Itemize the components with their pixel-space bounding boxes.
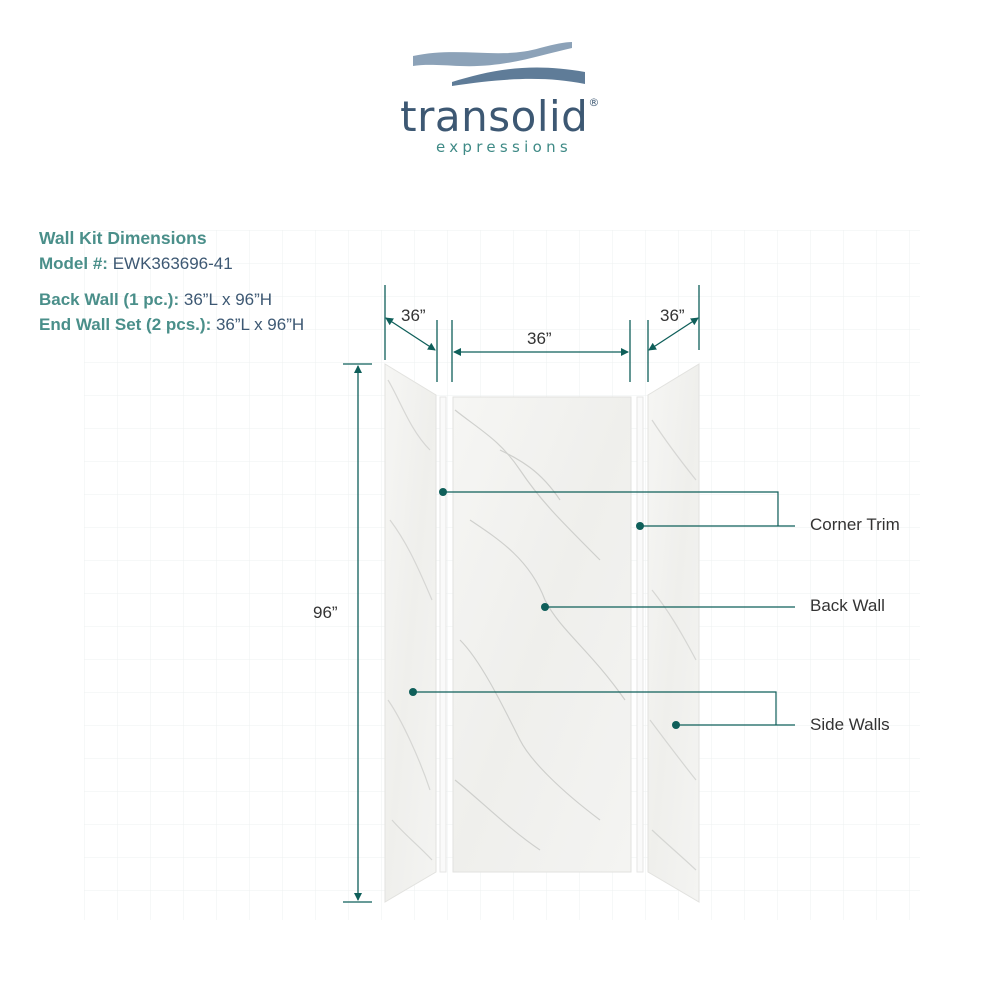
- callout-leaders: [413, 491, 795, 726]
- brand-tagline: expressions: [435, 138, 573, 156]
- end-wall-line: End Wall Set (2 pcs.): 36”L x 96”H: [39, 315, 304, 335]
- side-walls-label: Side Walls: [810, 715, 890, 734]
- info-title: Wall Kit Dimensions: [39, 228, 207, 248]
- right-side-wall-panel: [647, 363, 700, 903]
- right-corner-trim: [636, 396, 644, 873]
- back-wall-value: 36”L x 96”H: [183, 290, 273, 309]
- callout-dots: [409, 488, 680, 729]
- left-width-label: 36”: [401, 306, 426, 325]
- model-line: Model #: EWK363696-41: [39, 254, 233, 274]
- right-width-label: 36”: [660, 306, 685, 325]
- height-label: 96”: [313, 603, 338, 622]
- back-wall-veins: [454, 409, 626, 851]
- back-wall-line: Back Wall (1 pc.): 36”L x 96”H: [39, 290, 272, 310]
- end-wall-value: 36”L x 96”H: [215, 315, 305, 334]
- registered-mark: ®: [588, 96, 600, 109]
- back-wall-label: Back Wall (1 pc.):: [39, 290, 180, 309]
- dimension-lines: [343, 285, 700, 903]
- brand-wave-logo: [413, 42, 585, 86]
- end-wall-label: End Wall Set (2 pcs.):: [39, 315, 212, 334]
- right-side-wall-veins: [649, 419, 697, 871]
- left-corner-trim: [439, 396, 447, 873]
- model-label: Model #:: [39, 254, 108, 273]
- left-side-wall-veins: [387, 379, 433, 861]
- center-width-label: 36”: [527, 329, 552, 348]
- corner-trim-label: Corner Trim: [810, 515, 900, 534]
- model-value: EWK363696-41: [112, 254, 233, 273]
- brand-name: transolid®: [0, 92, 1000, 141]
- back-wall-callout-label: Back Wall: [810, 596, 885, 615]
- brand-name-text: transolid: [400, 92, 589, 141]
- left-side-wall-panel: [384, 363, 437, 903]
- back-wall-panel: [452, 396, 632, 873]
